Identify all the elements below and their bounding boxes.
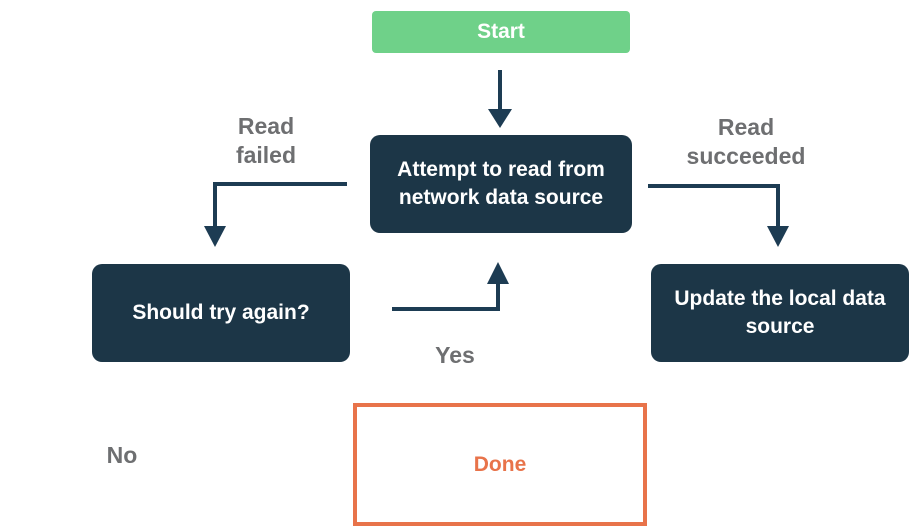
edge-label-read-succeeded: Read succeeded	[686, 114, 806, 170]
arrowhead-down-retry	[204, 226, 226, 247]
node-attempt-read-label: Attempt to read from network data source	[397, 158, 605, 209]
arrowhead-down-attempt	[488, 109, 512, 128]
node-done: Done	[353, 403, 647, 526]
edge-attempt-to-update	[648, 184, 780, 228]
edge-label-no: No	[106, 442, 138, 468]
edge-retry-to-attempt	[392, 283, 500, 311]
node-start-label: Start	[477, 20, 525, 43]
node-update-local-data-label: Update the local data source	[674, 287, 886, 338]
node-should-try-again-label: Should try again?	[132, 301, 310, 325]
edge-attempt-to-retry	[213, 182, 347, 228]
node-update-local-data: Update the local data source	[651, 264, 909, 362]
arrowhead-down-update	[767, 226, 789, 247]
arrowhead-up-attempt	[487, 262, 509, 284]
edge-label-read-failed: Read failed	[235, 113, 297, 169]
node-attempt-read: Attempt to read from network data source	[370, 135, 632, 233]
node-done-label: Done	[473, 452, 527, 476]
node-start: Start	[372, 11, 630, 53]
edge-label-yes: Yes	[435, 342, 475, 368]
node-should-try-again: Should try again?	[92, 264, 350, 362]
